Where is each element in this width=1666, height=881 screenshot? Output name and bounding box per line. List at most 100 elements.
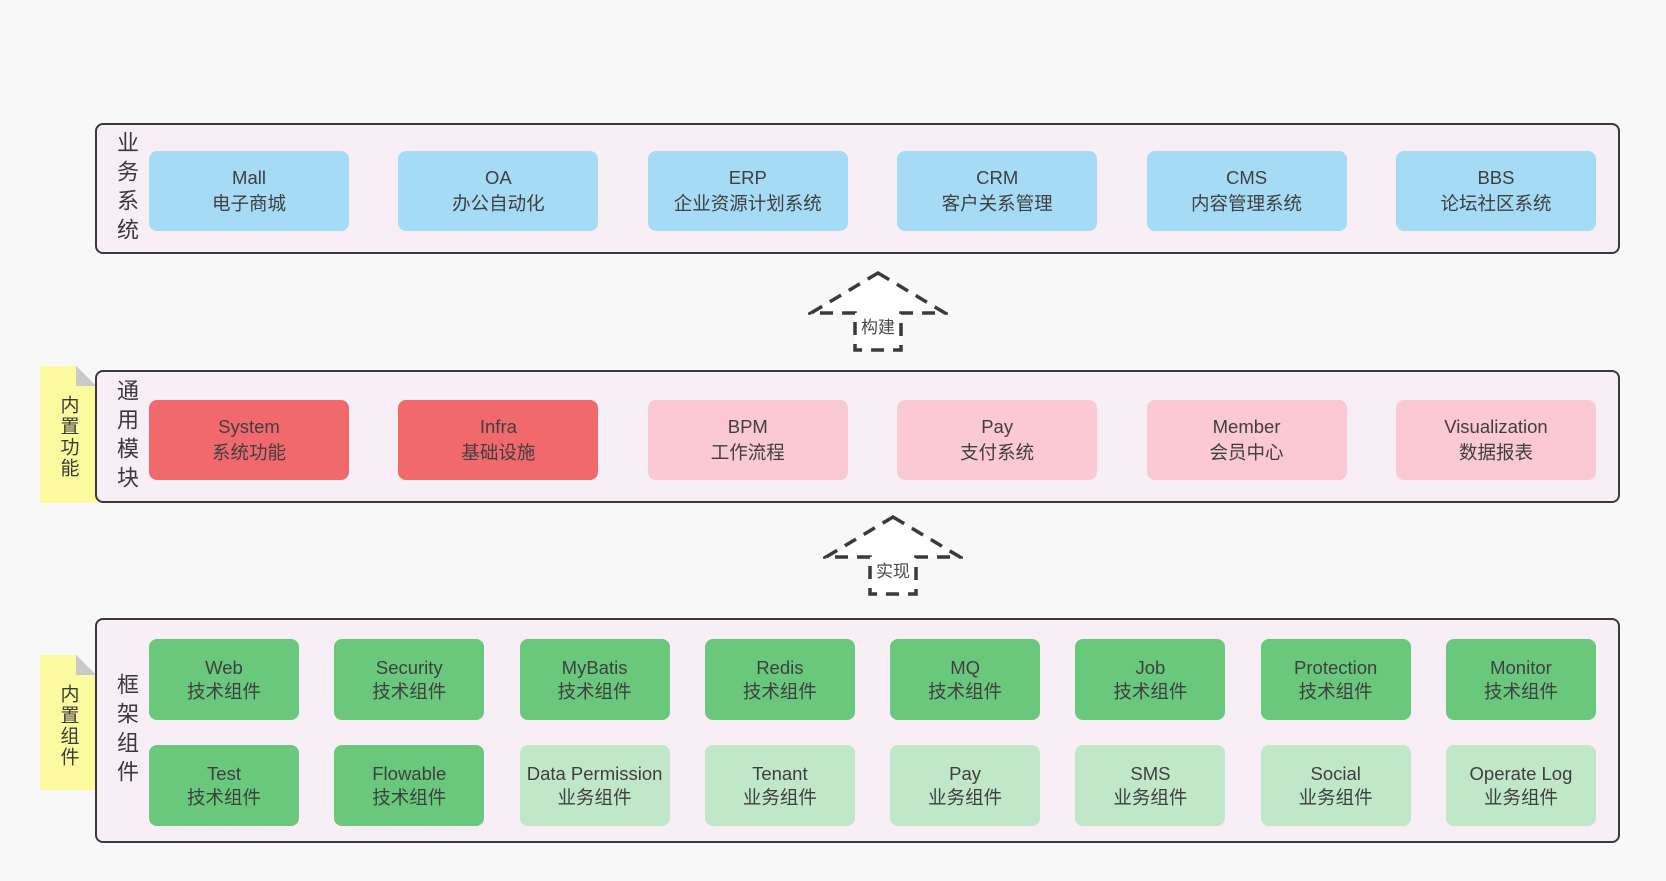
box-subtitle: 支付系统	[960, 442, 1035, 463]
box-title: Pay	[949, 762, 982, 784]
note-label: 内置组件	[57, 684, 79, 768]
box-security: Security 技术组件	[334, 639, 485, 720]
framework-box-row-1: Web 技术组件 Security 技术组件 MyBatis 技术组件 Redi…	[149, 639, 1596, 720]
box-protection: Protection 技术组件	[1260, 639, 1411, 720]
box-system: System 系统功能	[149, 400, 349, 480]
box-subtitle: 技术组件	[1298, 680, 1373, 702]
box-title: MyBatis	[561, 656, 628, 678]
box-visualization: Visualization 数据报表	[1395, 400, 1596, 480]
box-subtitle: 系统功能	[211, 442, 286, 463]
box-subtitle: 技术组件	[1113, 680, 1188, 702]
box-mall: Mall 电子商城	[149, 151, 349, 231]
box-bpm: BPM 工作流程	[647, 400, 848, 480]
box-subtitle: 技术组件	[928, 680, 1003, 702]
box-operate-log: Operate Log 业务组件	[1445, 745, 1596, 826]
box-sms: SMS 业务组件	[1075, 745, 1226, 826]
box-title: System	[218, 416, 280, 437]
box-subtitle: 客户关系管理	[941, 193, 1053, 214]
box-subtitle: 业务组件	[557, 786, 632, 808]
box-title: Security	[375, 656, 443, 678]
box-data-permission: Data Permission 业务组件	[519, 745, 670, 826]
box-subtitle: 数据报表	[1458, 442, 1533, 463]
box-title: Test	[207, 762, 241, 784]
box-title: Protection	[1294, 656, 1378, 678]
folded-corner-icon	[76, 655, 96, 675]
box-subtitle: 业务组件	[1483, 786, 1558, 808]
box-title: BPM	[727, 416, 768, 437]
box-mq: MQ 技术组件	[890, 639, 1041, 720]
box-subtitle: 内容管理系统	[1191, 193, 1303, 214]
box-subtitle: 技术组件	[186, 786, 261, 808]
box-member: Member 会员中心	[1146, 400, 1347, 480]
box-web: Web 技术组件	[149, 639, 299, 720]
box-title: Pay	[981, 416, 1014, 437]
box-title: BBS	[1477, 167, 1515, 188]
box-bbs: BBS 论坛社区系统	[1395, 151, 1596, 231]
framework-box-row-2: Test 技术组件 Flowable 技术组件 Data Permission …	[149, 745, 1596, 826]
box-redis: Redis 技术组件	[704, 639, 855, 720]
box-subtitle: 业务组件	[742, 786, 817, 808]
box-title: ERP	[728, 167, 767, 188]
box-subtitle: 技术组件	[742, 680, 817, 702]
box-title: Monitor	[1490, 656, 1552, 678]
box-erp: ERP 企业资源计划系统	[647, 151, 848, 231]
box-subtitle: 会员中心	[1209, 442, 1284, 463]
box-subtitle: 工作流程	[710, 442, 785, 463]
folded-corner-icon	[76, 366, 96, 386]
build-arrow-label: 构建	[858, 313, 898, 338]
box-title: Visualization	[1444, 416, 1548, 437]
box-oa: OA 办公自动化	[398, 151, 599, 231]
box-subtitle: 技术组件	[1483, 680, 1558, 702]
builtin-components-note: 内置组件	[40, 655, 96, 790]
box-test: Test 技术组件	[149, 745, 299, 826]
build-arrow: 构建	[808, 270, 948, 353]
box-title: OA	[485, 167, 512, 188]
box-subtitle: 业务组件	[1298, 786, 1373, 808]
box-flowable: Flowable 技术组件	[334, 745, 485, 826]
box-subtitle: 业务组件	[1113, 786, 1188, 808]
box-subtitle: 论坛社区系统	[1440, 193, 1552, 214]
box-title: CMS	[1226, 167, 1268, 188]
box-subtitle: 技术组件	[372, 680, 447, 702]
box-title: Operate Log	[1469, 762, 1573, 784]
box-job: Job 技术组件	[1075, 639, 1226, 720]
implement-arrow-label: 实现	[873, 557, 913, 582]
box-title: Redis	[756, 656, 804, 678]
box-cms: CMS 内容管理系统	[1146, 151, 1347, 231]
box-title: CRM	[976, 167, 1019, 188]
tier-label-business: 业务系统	[114, 130, 139, 247]
box-title: Infra	[479, 416, 517, 437]
box-subtitle: 基础设施	[461, 442, 536, 463]
box-title: SMS	[1130, 762, 1171, 784]
box-title: Job	[1135, 656, 1166, 678]
box-monitor: Monitor 技术组件	[1445, 639, 1596, 720]
modules-box-row: System 系统功能 Infra 基础设施 BPM 工作流程 Pay 支付系统…	[149, 400, 1596, 480]
box-title: Mall	[232, 167, 266, 188]
box-subtitle: 技术组件	[186, 680, 261, 702]
box-infra: Infra 基础设施	[398, 400, 599, 480]
up-arrow-icon	[808, 270, 948, 352]
box-title: Social	[1310, 762, 1361, 784]
box-crm: CRM 客户关系管理	[897, 151, 1098, 231]
box-subtitle: 技术组件	[372, 786, 447, 808]
box-pay-component: Pay 业务组件	[890, 745, 1041, 826]
box-subtitle: 企业资源计划系统	[673, 193, 822, 214]
box-social: Social 业务组件	[1260, 745, 1411, 826]
tier-common-modules: 通用模块 System 系统功能 Infra 基础设施 BPM 工作流程 Pay…	[95, 370, 1620, 503]
box-title: Web	[205, 656, 243, 678]
box-subtitle: 技术组件	[557, 680, 632, 702]
note-label: 内置功能	[57, 395, 79, 479]
box-pay-module: Pay 支付系统	[897, 400, 1098, 480]
tier-label-modules: 通用模块	[114, 378, 139, 495]
box-title: Member	[1212, 416, 1281, 437]
box-subtitle: 办公自动化	[452, 193, 545, 214]
box-title: MQ	[950, 656, 981, 678]
box-title: Tenant	[752, 762, 808, 784]
business-box-row: Mall 电子商城 OA 办公自动化 ERP 企业资源计划系统 CRM 客户关系…	[149, 151, 1596, 231]
tier-framework-components: 框架组件 Web 技术组件 Security 技术组件 MyBatis 技术组件…	[95, 618, 1620, 843]
builtin-features-note: 内置功能	[40, 366, 96, 503]
box-tenant: Tenant 业务组件	[704, 745, 855, 826]
box-mybatis: MyBatis 技术组件	[519, 639, 670, 720]
box-title: Flowable	[372, 762, 447, 784]
